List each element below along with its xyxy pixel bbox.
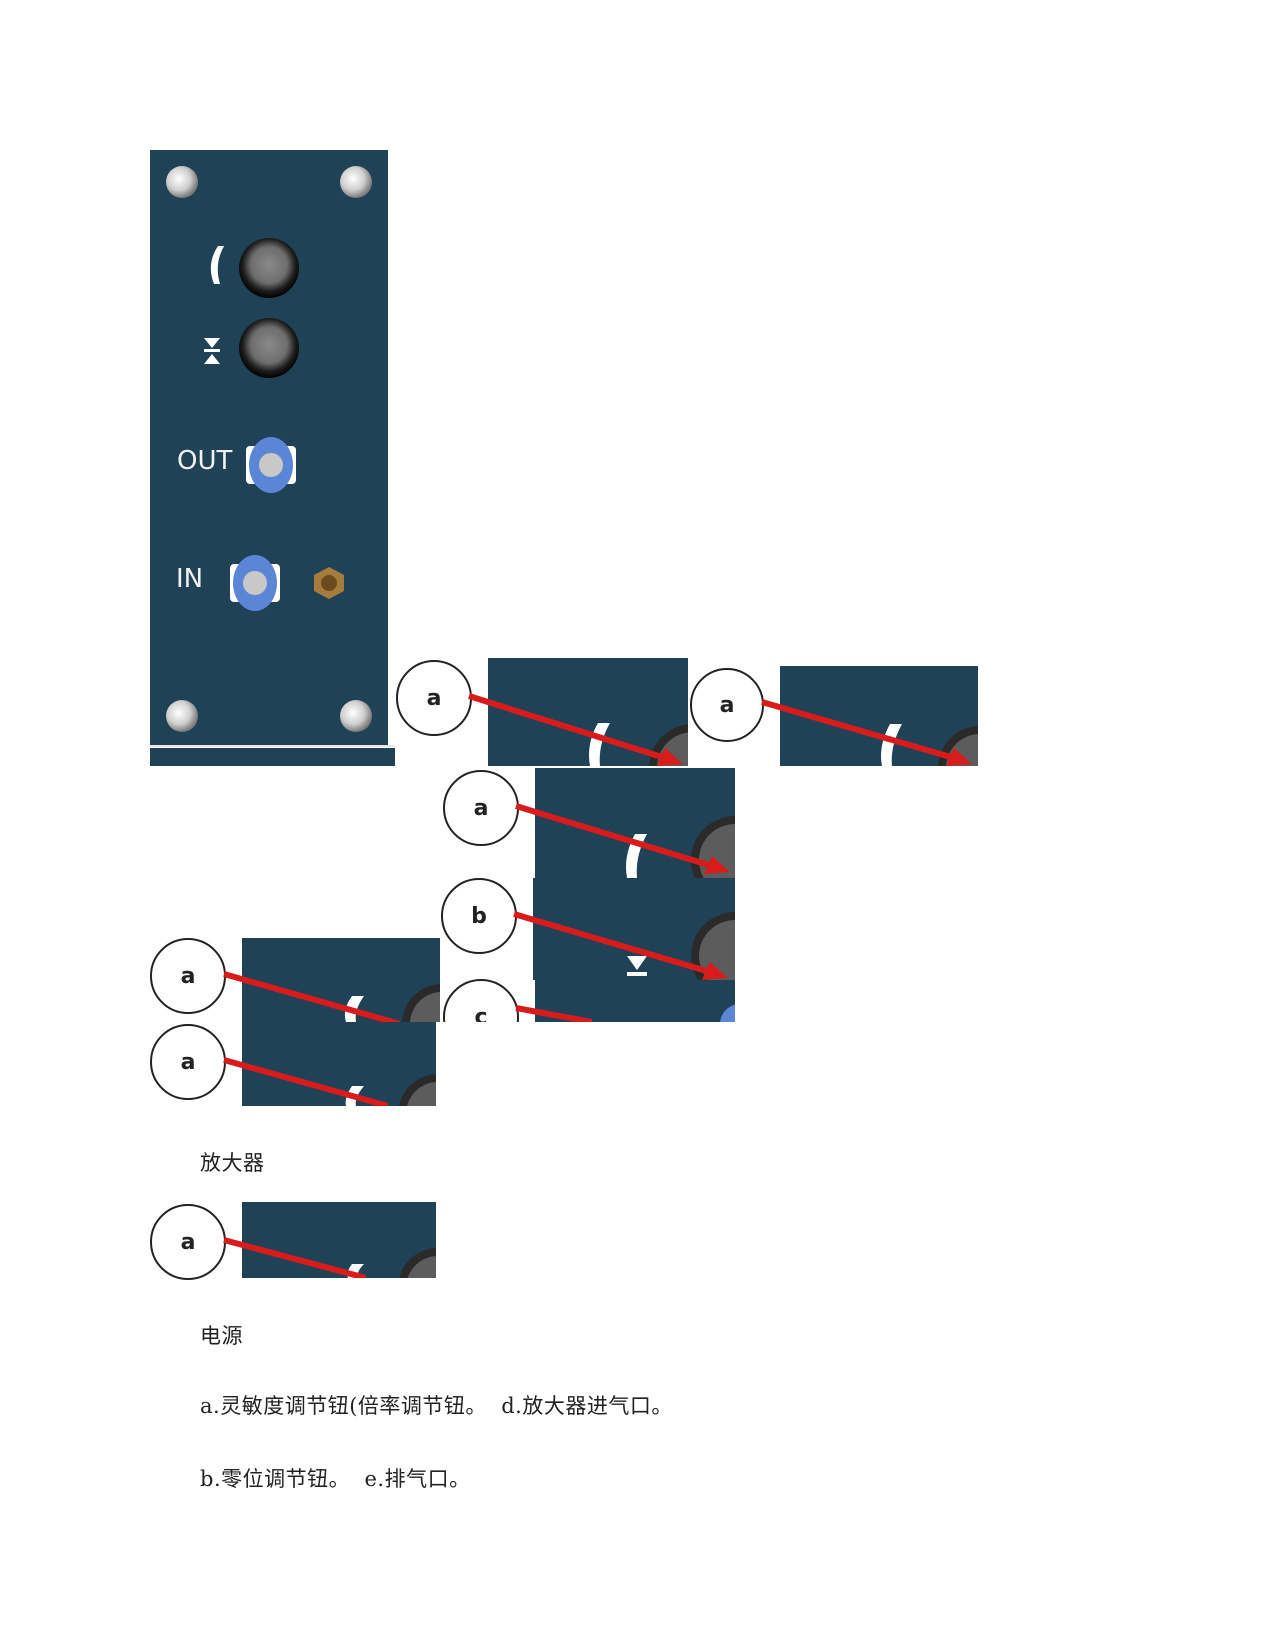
detail-crop (242, 1202, 436, 1278)
callout-arrow (223, 1057, 388, 1106)
callout-a: a (150, 938, 226, 1014)
callout-a: a (443, 770, 519, 846)
callout-arrow (515, 803, 730, 874)
caption-power: 电源 (200, 1324, 243, 1348)
callout-arrow (223, 1237, 366, 1278)
caption-amplifier: 放大器 (200, 1151, 265, 1175)
callout-a: a (396, 660, 472, 736)
callout-arrow (761, 699, 972, 766)
legend-line-2: b.零位调节钮。 e.排气口。 (200, 1467, 471, 1491)
callout-arrow (515, 1005, 592, 1022)
callout-c: c (443, 979, 519, 1022)
sensitivity-symbol-icon (210, 246, 224, 284)
out-label: OUT (177, 446, 233, 476)
instrument-panel-drawing (150, 166, 395, 747)
callout-arrow (513, 911, 728, 980)
zero-knob (239, 318, 299, 378)
callout-c-clip: c (440, 975, 540, 1022)
callout-a: a (690, 668, 764, 742)
legend-line-1: a.灵敏度调节钮(倍率调节钮。 d.放大器进气口。 (200, 1394, 673, 1418)
callout-a: a (150, 1024, 226, 1100)
callout-a: a (150, 1204, 226, 1280)
callout-arrow (468, 693, 683, 766)
screw-icon (166, 700, 198, 732)
sensitivity-knob (239, 238, 299, 298)
panel-bottom-strip (150, 748, 395, 766)
screw-icon (166, 166, 198, 198)
in-label: IN (176, 564, 204, 594)
callout-arrow (223, 971, 400, 1024)
callout-b: b (441, 878, 517, 954)
zero-symbol-icon (204, 338, 220, 364)
screw-icon (340, 700, 372, 732)
screw-icon (340, 166, 372, 198)
